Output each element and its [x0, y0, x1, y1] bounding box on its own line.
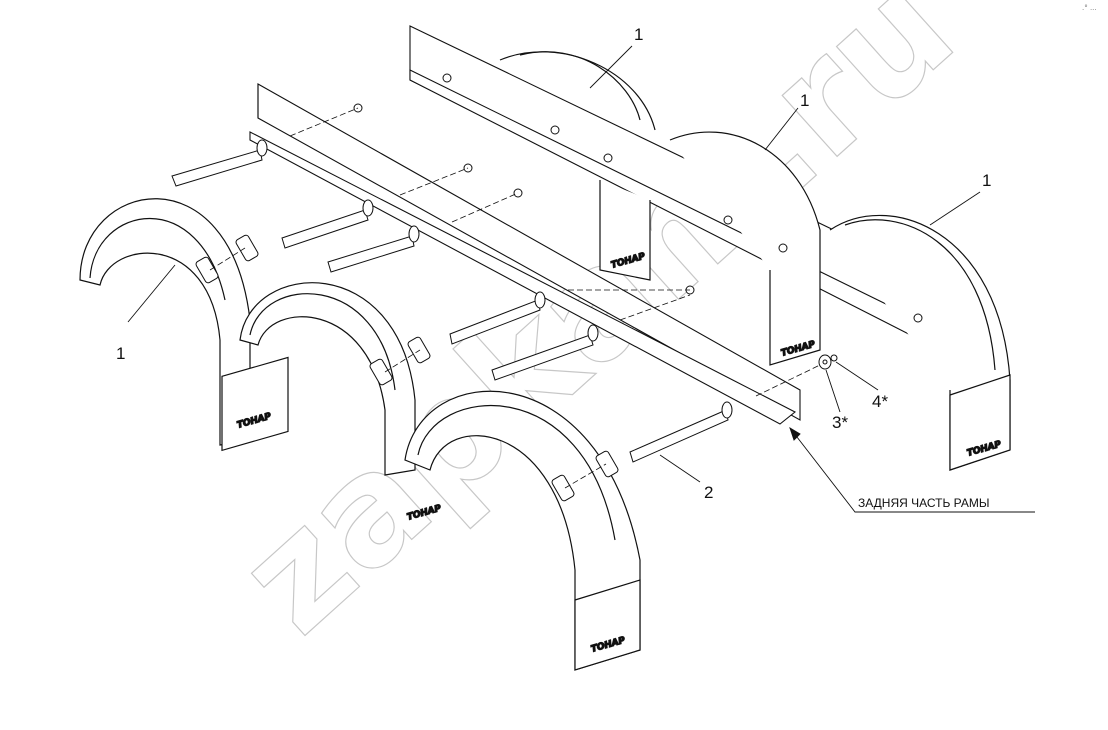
washer-3: [818, 354, 832, 370]
label-nut-4: 4*: [872, 392, 888, 411]
axis-lines: [209, 107, 821, 489]
front-frame-rail: [249, 83, 801, 425]
label-washer-3: 3*: [832, 413, 848, 432]
label-rod-2: 2: [704, 483, 713, 502]
label-fender-1: 1: [634, 25, 643, 44]
leader-lines: [127, 45, 1035, 513]
fender-latches: [195, 234, 619, 502]
label-fender-1: 1: [800, 91, 809, 110]
connecting-rods: [171, 139, 733, 463]
label-fender-1: 1: [982, 171, 991, 190]
fender-rear-3: ТОНАР: [829, 214, 1011, 471]
fender-rear-1: [499, 51, 656, 131]
corner-marks: .° ...: [1082, 4, 1097, 12]
fender-front-3: ТОНАР: [404, 390, 641, 671]
label-fender-1: 1: [116, 344, 125, 363]
nut-4: [830, 354, 838, 362]
label-frame-rear: ЗАДНЯЯ ЧАСТЬ РАМЫ: [858, 496, 989, 510]
